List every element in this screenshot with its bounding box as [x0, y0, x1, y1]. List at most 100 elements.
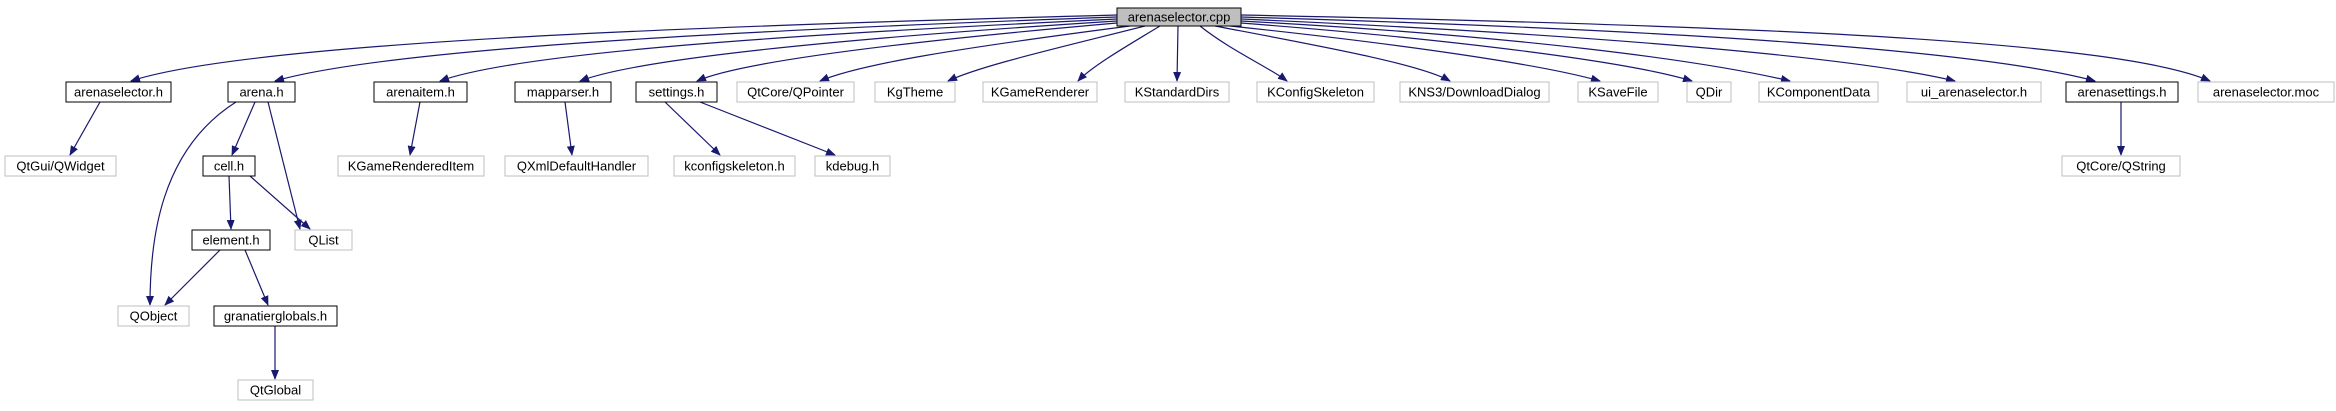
edge-arenaselector_cpp-to-qtcore_qpointer [819, 25, 1131, 82]
edge-arenaselector_cpp-to-ksavefile [1229, 25, 1601, 83]
node-mapparser_h[interactable]: mapparser.h [514, 81, 612, 103]
node-label: QObject [130, 309, 178, 324]
node-arenaitem_h[interactable]: arenaitem.h [373, 81, 468, 103]
node-box [504, 155, 649, 177]
edge-arenaselector_cpp-to-settings_h [696, 22, 1118, 82]
node-box [202, 155, 256, 177]
edge-settings_h-to-kdebug_h [699, 101, 836, 156]
node-box [191, 229, 271, 251]
node-box [673, 155, 796, 177]
node-box [874, 81, 956, 103]
node-arenasettings_h[interactable]: arenasettings.h [2065, 81, 2179, 103]
node-label: kdebug.h [826, 159, 880, 174]
node-box [635, 81, 718, 103]
node-label: QXmlDefaultHandler [517, 159, 637, 174]
node-label: mapparser.h [527, 85, 599, 100]
node-settings_h[interactable]: settings.h [635, 81, 718, 103]
node-label: KComponentData [1767, 85, 1871, 100]
edge-arenaselector_cpp-to-kgtheme [947, 25, 1146, 82]
node-qxmldefaulthandler: QXmlDefaultHandler [504, 155, 649, 177]
node-label: QtGlobal [250, 383, 301, 398]
node-label: QDir [1696, 85, 1723, 100]
node-label: arenaselector.moc [2213, 85, 2320, 100]
node-label: arenaselector.h [74, 85, 163, 100]
node-box [1116, 7, 1242, 27]
edge-arenaselector_cpp-to-arenasettings_h [1240, 16, 2096, 83]
node-box [2061, 155, 2181, 177]
edge-arenaselector_cpp-to-kns3_downloaddialog [1214, 25, 1451, 82]
node-box [982, 81, 1098, 103]
node-box [2197, 81, 2335, 103]
node-element_h[interactable]: element.h [191, 229, 271, 251]
edge-arenaselector_cpp-to-arenaselector_moc [1240, 14, 2211, 82]
node-granatierglobals_h[interactable]: granatierglobals.h [213, 305, 338, 327]
node-label: KSaveFile [1588, 85, 1647, 100]
node-box [294, 229, 353, 251]
node-box [1256, 81, 1375, 103]
node-arenaselector_cpp[interactable]: arenaselector.cpp [1116, 7, 1242, 27]
edge-arena_h-to-qobject [146, 101, 237, 306]
node-qobject: QObject [117, 305, 190, 327]
node-label: KNS3/DownloadDialog [1408, 85, 1540, 100]
node-box [736, 81, 855, 103]
node-arenaselector_moc: arenaselector.moc [2197, 81, 2335, 103]
node-label: QList [308, 233, 339, 248]
edge-arenaselector_cpp-to-kgamerenderer [1077, 25, 1161, 82]
node-kgtheme: KgTheme [874, 81, 956, 103]
edges-layer [69, 14, 2211, 380]
node-label: QtGui/QWidget [16, 159, 105, 174]
node-kgamerendereditem: KGameRenderedItem [337, 155, 485, 177]
node-qtcore_qstring: QtCore/QString [2061, 155, 2181, 177]
node-qtglobal: QtGlobal [237, 379, 314, 401]
node-box [373, 81, 468, 103]
node-box [2065, 81, 2179, 103]
edge-arenaselector_cpp-to-kcomponentdata [1240, 20, 1791, 83]
edge-arenaselector_cpp-to-mapparser_h [579, 20, 1118, 82]
node-box [117, 305, 190, 327]
node-arena_h[interactable]: arena.h [227, 81, 296, 103]
node-ksavefile: KSaveFile [1577, 81, 1659, 103]
node-label: KConfigSkeleton [1267, 85, 1364, 100]
edge-arenaselector_cpp-to-qdir [1240, 22, 1693, 83]
node-kcomponentdata: KComponentData [1758, 81, 1879, 103]
node-label: cell.h [214, 159, 244, 174]
node-qtgui_qwidget: QtGui/QWidget [4, 155, 117, 177]
node-label: arenaitem.h [386, 85, 455, 100]
node-box [4, 155, 117, 177]
node-box [1906, 81, 2042, 103]
node-cell_h[interactable]: cell.h [202, 155, 256, 177]
node-box [65, 81, 172, 103]
node-box [227, 81, 296, 103]
node-label: ui_arenaselector.h [1921, 85, 2027, 100]
node-label: QtCore/QPointer [747, 85, 844, 100]
nodes-layer: arenaselector.cpp arenaselector.h arena.h a… [4, 7, 2335, 401]
edge-mapparser_h-to-qxmldefaulthandler [564, 101, 575, 156]
node-label: KGameRenderer [991, 85, 1090, 100]
node-arenaselector_h[interactable]: arenaselector.h [65, 81, 172, 103]
node-label: element.h [202, 233, 259, 248]
node-label: granatierglobals.h [224, 309, 327, 324]
node-box [337, 155, 485, 177]
node-ui_arenaselector_h: ui_arenaselector.h [1906, 81, 2042, 103]
node-label: arenasettings.h [2078, 85, 2167, 100]
edge-arenaselector_cpp-to-kconfigskeleton [1199, 25, 1288, 82]
edge-element_h-to-qobject [164, 249, 221, 306]
edge-arena_h-to-cell_h [231, 101, 256, 156]
edge-arenaselector_cpp-to-kstandarddirs [1173, 25, 1182, 82]
node-label: KStandardDirs [1135, 85, 1220, 100]
node-kstandarddirs: KStandardDirs [1124, 81, 1230, 103]
node-box [1758, 81, 1879, 103]
edge-element_h-to-granatierglobals_h [244, 249, 269, 306]
node-box [1399, 81, 1550, 103]
edge-arenaselector_cpp-to-arenaitem_h [439, 18, 1118, 82]
edge-arenaselector_cpp-to-arenaselector_h [130, 14, 1118, 83]
node-kgamerenderer: KGameRenderer [982, 81, 1098, 103]
node-box [1124, 81, 1230, 103]
edge-arenaselector_cpp-to-ui_arenaselector_h [1240, 18, 1956, 83]
edge-settings_h-to-kconfigskeleton_h [664, 101, 721, 156]
node-box [814, 155, 891, 177]
node-label: QtCore/QString [2076, 159, 2166, 174]
node-label: KGameRenderedItem [348, 159, 474, 174]
node-box [514, 81, 612, 103]
